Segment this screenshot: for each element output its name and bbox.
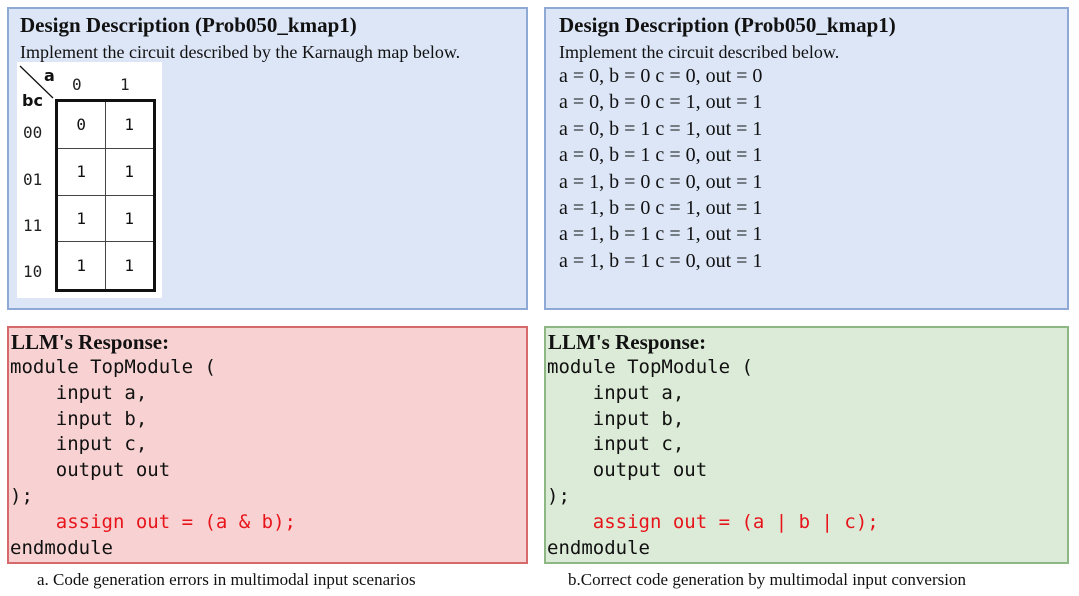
code-line: module TopModule ( <box>10 356 216 378</box>
left-response-title: LLM's Response: <box>11 330 170 354</box>
kmap-cell: 1 <box>124 256 135 276</box>
truth-line: a = 0, b = 0 c = 0, out = 0 <box>559 65 763 87</box>
code-line: input b, <box>10 407 148 430</box>
kmap-row-header-11: 11 <box>23 216 43 235</box>
left-description-subtitle: Implement the circuit described by the K… <box>20 42 461 62</box>
code-line: input c, <box>547 433 685 456</box>
kmap-row-header-10: 10 <box>23 262 43 281</box>
right-caption: b.Correct code generation by multimodal … <box>568 570 966 589</box>
karnaugh-map: a bc 0 1 00 01 11 10 0 1 1 1 1 1 1 1 <box>17 62 162 298</box>
code-line: endmodule <box>547 536 650 559</box>
kmap-cell: 1 <box>58 195 106 243</box>
code-line: output out <box>10 459 171 482</box>
code-line: input a, <box>547 381 685 404</box>
kmap-cell: 1 <box>105 196 153 243</box>
code-line: input b, <box>547 407 685 430</box>
left-description-panel: Design Description (Prob050_kmap1) Imple… <box>7 7 528 310</box>
right-description-subtitle: Implement the circuit described below. <box>559 42 840 62</box>
kmap-col-header-1: 1 <box>120 75 130 94</box>
truth-line: a = 0, b = 1 c = 0, out = 1 <box>559 144 763 167</box>
truth-line: a = 1, b = 0 c = 0, out = 1 <box>559 170 763 193</box>
right-response-title: LLM's Response: <box>548 330 707 354</box>
truth-line: a = 0, b = 0 c = 1, out = 1 <box>559 91 763 114</box>
kmap-row-header-00: 00 <box>23 123 43 142</box>
right-response-panel: LLM's Response: module TopModule ( input… <box>544 326 1069 564</box>
truth-line: a = 1, b = 0 c = 1, out = 1 <box>559 197 763 219</box>
truth-line: a = 1, b = 1 c = 0, out = 1 <box>559 249 763 272</box>
kmap-var-bc: bc <box>22 91 43 110</box>
left-caption: a. Code generation errors in multimodal … <box>37 570 416 589</box>
kmap-cell: 1 <box>58 148 106 196</box>
kmap-var-a: a <box>44 66 55 85</box>
right-description-panel: Design Description (Prob050_kmap1) Imple… <box>544 7 1069 310</box>
code-line: ); <box>10 485 33 507</box>
left-description-title: Design Description (Prob050_kmap1) <box>20 13 357 37</box>
code-line: input c, <box>10 433 148 456</box>
truth-line: a = 1, b = 1 c = 1, out = 1 <box>559 223 763 246</box>
code-line-highlighted: assign out = (a & b); <box>10 510 296 533</box>
kmap-cell: 1 <box>58 242 106 289</box>
kmap-grid: 0 1 1 1 1 1 1 1 <box>55 99 156 292</box>
code-line: endmodule <box>10 536 113 559</box>
kmap-cell: 1 <box>105 149 153 196</box>
code-line-highlighted: assign out = (a | b | c); <box>547 510 879 533</box>
truth-line: a = 0, b = 1 c = 1, out = 1 <box>559 117 763 140</box>
code-line: ); <box>547 485 570 507</box>
kmap-diagonal-line <box>19 65 54 99</box>
kmap-col-header-0: 0 <box>72 75 82 94</box>
kmap-cell: 1 <box>105 102 153 149</box>
kmap-cell: 0 <box>58 102 106 149</box>
code-line: output out <box>547 459 708 482</box>
right-description-title: Design Description (Prob050_kmap1) <box>559 13 896 37</box>
code-line: module TopModule ( <box>547 356 753 378</box>
code-line: input a, <box>10 381 148 404</box>
left-response-panel: LLM's Response: module TopModule ( input… <box>7 326 528 564</box>
kmap-row-header-01: 01 <box>23 170 43 189</box>
